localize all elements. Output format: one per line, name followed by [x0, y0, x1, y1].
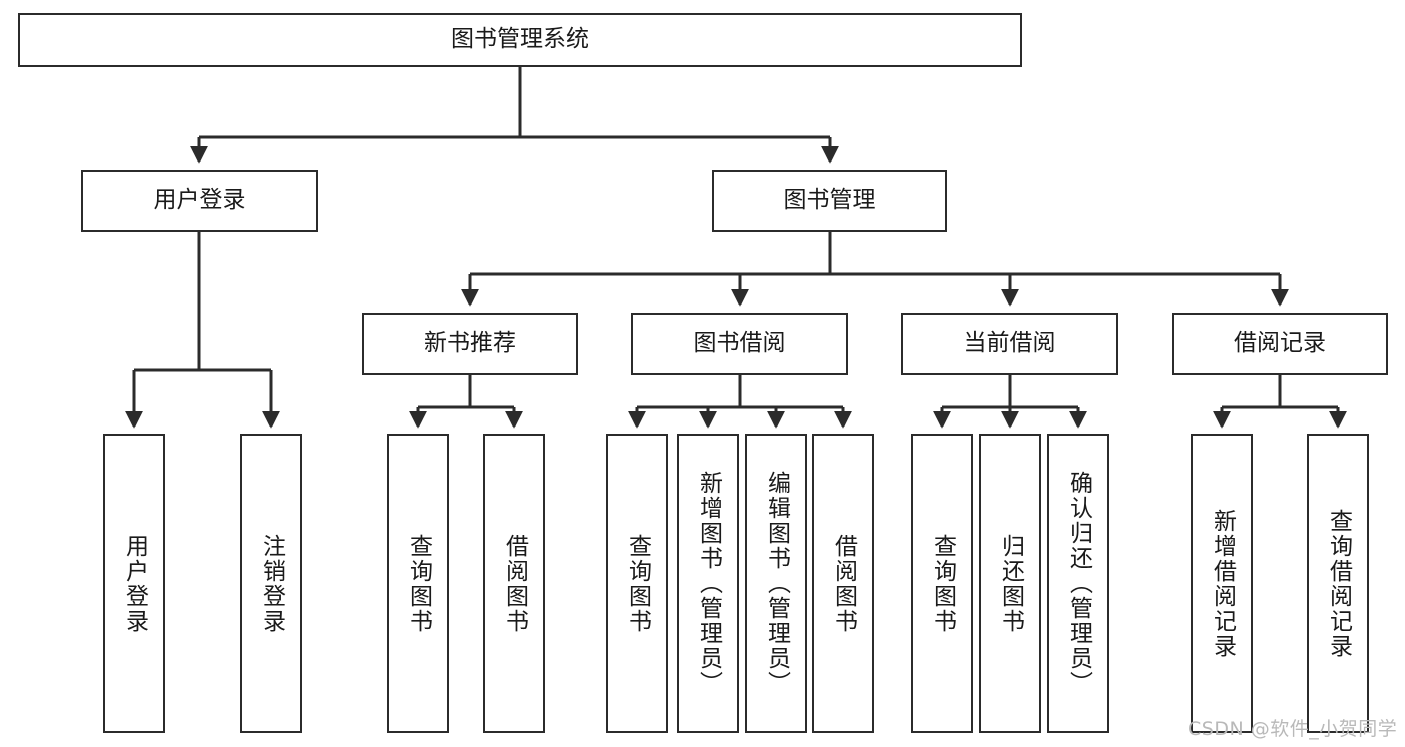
node-current-borrow-label: 当前借阅 [963, 330, 1056, 357]
node-user-login-label: 用户登录 [153, 187, 246, 214]
node-root-label: 图书管理系统 [451, 26, 589, 53]
node-leaf-edit-book[interactable]: 编辑图书（管理员） [745, 434, 807, 733]
node-leaf-query-book-3-label: 查询图书 [929, 533, 956, 634]
node-new-book-rec-label: 新书推荐 [424, 330, 516, 357]
node-user-login[interactable]: 用户登录 [81, 170, 318, 232]
node-leaf-add-book-label: 新增图书（管理员） [695, 471, 722, 696]
node-leaf-add-record-label: 新增借阅记录 [1209, 508, 1236, 659]
node-book-borrow[interactable]: 图书借阅 [631, 313, 848, 375]
node-leaf-query-book-1-label: 查询图书 [405, 533, 432, 634]
node-leaf-query-book-2[interactable]: 查询图书 [606, 434, 668, 733]
node-leaf-borrow-book-2[interactable]: 借阅图书 [812, 434, 874, 733]
node-book-mgmt-label: 图书管理 [783, 187, 876, 214]
node-leaf-query-record-label: 查询借阅记录 [1325, 508, 1352, 659]
node-book-mgmt[interactable]: 图书管理 [712, 170, 947, 232]
node-leaf-query-book-1[interactable]: 查询图书 [387, 434, 449, 733]
node-root[interactable]: 图书管理系统 [18, 13, 1022, 67]
node-leaf-user-login[interactable]: 用户登录 [103, 434, 165, 733]
csdn-watermark: CSDN @软件_小贺同学 [1188, 718, 1398, 740]
node-leaf-borrow-book-1-label: 借阅图书 [501, 533, 528, 634]
node-leaf-logout[interactable]: 注销登录 [240, 434, 302, 733]
node-leaf-return-book[interactable]: 归还图书 [979, 434, 1041, 733]
node-leaf-query-book-2-label: 查询图书 [624, 533, 651, 634]
node-leaf-edit-book-label: 编辑图书（管理员） [763, 471, 790, 696]
node-leaf-borrow-book-1[interactable]: 借阅图书 [483, 434, 545, 733]
node-borrow-record[interactable]: 借阅记录 [1172, 313, 1388, 375]
node-leaf-user-login-label: 用户登录 [121, 533, 148, 634]
node-leaf-confirm-return-label: 确认归还（管理员） [1065, 471, 1092, 696]
node-current-borrow[interactable]: 当前借阅 [901, 313, 1118, 375]
node-leaf-add-record[interactable]: 新增借阅记录 [1191, 434, 1253, 733]
node-leaf-return-book-label: 归还图书 [997, 533, 1024, 634]
node-leaf-query-book-3[interactable]: 查询图书 [911, 434, 973, 733]
node-leaf-query-record[interactable]: 查询借阅记录 [1307, 434, 1369, 733]
node-new-book-rec[interactable]: 新书推荐 [362, 313, 578, 375]
node-leaf-borrow-book-2-label: 借阅图书 [830, 533, 857, 634]
node-book-borrow-label: 图书借阅 [693, 330, 786, 357]
node-borrow-record-label: 借阅记录 [1234, 330, 1326, 357]
node-leaf-confirm-return[interactable]: 确认归还（管理员） [1047, 434, 1109, 733]
node-leaf-add-book[interactable]: 新增图书（管理员） [677, 434, 739, 733]
node-leaf-logout-label: 注销登录 [258, 533, 285, 634]
